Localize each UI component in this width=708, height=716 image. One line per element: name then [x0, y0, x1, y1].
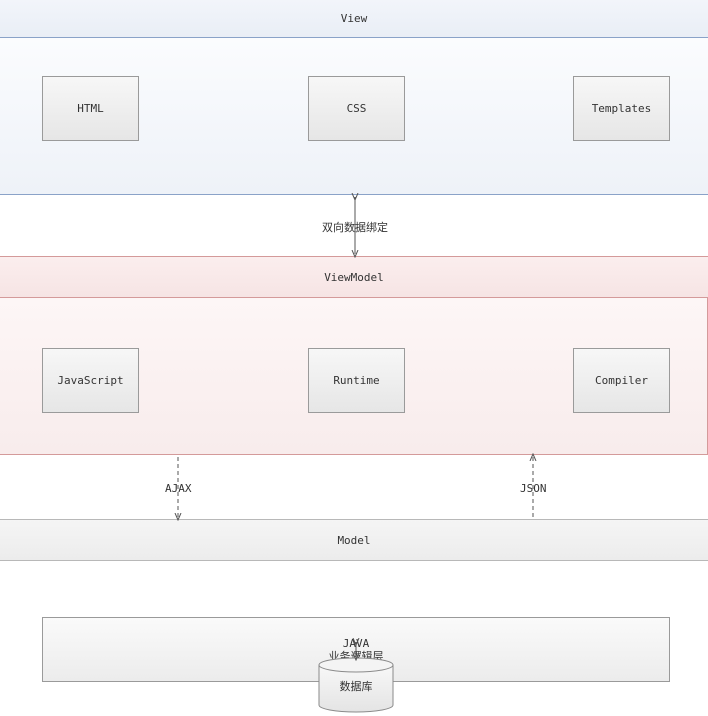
- database-label: 数据库: [339, 680, 373, 693]
- database-cylinder-icon: [318, 657, 394, 713]
- javascript-box: JavaScript: [42, 348, 139, 413]
- templates-box: Templates: [573, 76, 670, 141]
- json-label: JSON: [518, 481, 549, 496]
- model-layer-title: Model: [0, 519, 708, 561]
- css-box: CSS: [308, 76, 405, 141]
- compiler-box: Compiler: [573, 348, 670, 413]
- two-way-binding-label: 双向数据绑定: [320, 218, 390, 236]
- java-label: JAVA: [342, 636, 370, 650]
- viewmodel-layer-title: ViewModel: [0, 256, 708, 298]
- html-box: HTML: [42, 76, 139, 141]
- view-layer-title: View: [0, 0, 708, 38]
- ajax-label: AJAX: [163, 481, 194, 496]
- runtime-box: Runtime: [308, 348, 405, 413]
